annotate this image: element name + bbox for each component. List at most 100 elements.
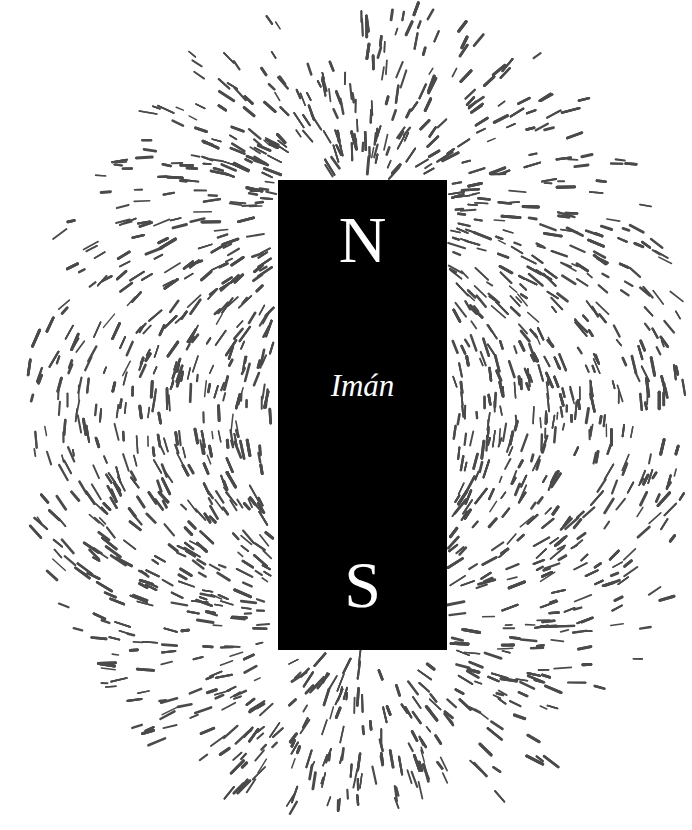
iron-filing [683, 380, 686, 395]
iron-filing [376, 129, 377, 141]
iron-filing [128, 699, 142, 701]
iron-filing [470, 306, 482, 318]
iron-filing [225, 645, 240, 647]
iron-filing [343, 659, 350, 673]
iron-filing [500, 341, 502, 348]
iron-filing [31, 395, 33, 401]
iron-filing [215, 230, 228, 231]
iron-filing [514, 714, 525, 718]
iron-filing [552, 251, 567, 256]
iron-filing [172, 603, 188, 606]
iron-filing [154, 367, 157, 373]
iron-filing [216, 695, 224, 698]
iron-filing [207, 690, 216, 693]
iron-filing [263, 384, 265, 398]
iron-filing [376, 129, 377, 141]
iron-filing [570, 246, 584, 253]
iron-filing [380, 729, 382, 746]
iron-filing [192, 155, 200, 157]
iron-filing [541, 625, 556, 628]
iron-filing [621, 290, 628, 295]
iron-filing [255, 543, 265, 550]
iron-filing [318, 674, 329, 688]
iron-filing [527, 383, 529, 389]
iron-filing [95, 252, 105, 258]
iron-filing [488, 325, 497, 338]
iron-filing [586, 570, 598, 576]
iron-filing [399, 757, 402, 775]
iron-filing [59, 604, 69, 608]
iron-filing [489, 395, 491, 404]
iron-filing [505, 202, 519, 203]
iron-filing [448, 559, 462, 568]
iron-filing [598, 258, 607, 263]
iron-filing [519, 461, 522, 467]
iron-filing [598, 479, 606, 491]
iron-filing [214, 168, 223, 170]
iron-filing [418, 670, 431, 679]
iron-filing [653, 329, 658, 338]
iron-filing [577, 264, 588, 271]
iron-filing [230, 652, 242, 656]
iron-filing [384, 42, 386, 52]
iron-filing [214, 386, 218, 398]
iron-filing [488, 138, 496, 141]
iron-filing [207, 338, 210, 343]
iron-filing [117, 558, 132, 566]
iron-filing [250, 205, 262, 207]
iron-filing [518, 535, 524, 540]
iron-filing [247, 699, 254, 705]
iron-filing [361, 19, 363, 35]
iron-filing [177, 453, 183, 466]
iron-filing [451, 642, 468, 645]
iron-filing [137, 669, 154, 670]
iron-filing [618, 577, 628, 584]
iron-filing [141, 324, 145, 329]
iron-filing [583, 663, 591, 666]
iron-filing [474, 35, 483, 46]
iron-filing [460, 700, 471, 710]
iron-filing [179, 431, 181, 445]
iron-filing [605, 464, 614, 479]
iron-filing [154, 390, 157, 397]
iron-filing [336, 689, 343, 704]
iron-filing [509, 447, 513, 455]
iron-filing [199, 244, 212, 248]
iron-filing [500, 266, 512, 273]
iron-filing [537, 549, 546, 558]
iron-filing [521, 294, 527, 298]
iron-filing [420, 84, 426, 98]
iron-filing [537, 644, 543, 647]
iron-filing [33, 330, 40, 346]
iron-filing [212, 139, 221, 141]
iron-filing [257, 599, 264, 601]
iron-filing [475, 220, 482, 221]
iron-filing [181, 505, 186, 510]
iron-filing [278, 77, 288, 88]
iron-filing [122, 432, 125, 440]
iron-filing [548, 292, 558, 298]
iron-filing [218, 235, 227, 238]
iron-filing [396, 685, 399, 695]
iron-filing [47, 318, 53, 332]
iron-filing [129, 509, 135, 516]
iron-filing [590, 191, 603, 193]
iron-filing [476, 118, 487, 125]
iron-filing [676, 311, 680, 318]
iron-filing [76, 341, 84, 352]
iron-filing [501, 492, 505, 498]
iron-filing [163, 164, 171, 166]
iron-filing [396, 86, 398, 103]
iron-filing [195, 429, 198, 443]
iron-filing [228, 249, 239, 255]
iron-filing [170, 301, 178, 312]
iron-filing [465, 434, 466, 445]
iron-filing [369, 721, 372, 729]
iron-filing [227, 687, 236, 691]
iron-filing [135, 189, 143, 191]
iron-filing [548, 706, 558, 709]
iron-filing [676, 367, 678, 375]
iron-filing [383, 707, 387, 722]
iron-filing [670, 292, 683, 302]
iron-filing [548, 706, 558, 709]
